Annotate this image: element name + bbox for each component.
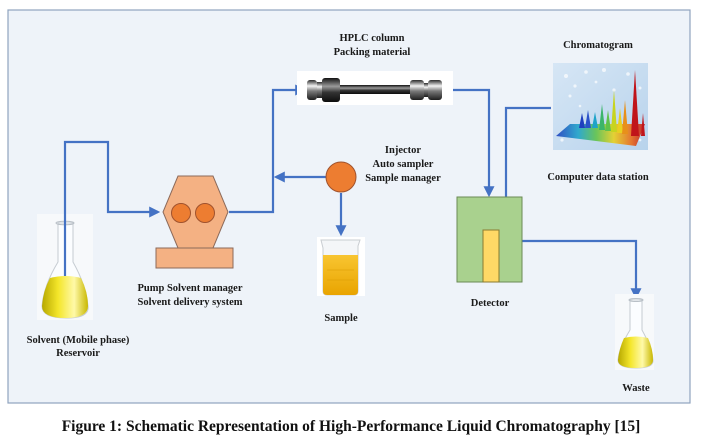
- reservoir-flask-icon: [37, 214, 93, 320]
- waste-label: Waste: [622, 383, 650, 394]
- sample-label: Sample: [324, 313, 358, 324]
- injector-label-line3: Sample manager: [365, 173, 441, 184]
- computer-data-station-label: Computer data station: [547, 172, 648, 183]
- column-label-line2: Packing material: [334, 47, 411, 58]
- detector-label: Detector: [471, 298, 510, 309]
- injector-label-line1: Injector: [385, 145, 421, 156]
- waste-flask-icon: [615, 294, 654, 370]
- sample-beaker-icon: [317, 237, 365, 296]
- column-label-line1: HPLC column: [339, 33, 404, 44]
- pump-label-line1: Pump Solvent manager: [138, 283, 243, 294]
- injector-icon: [325, 161, 357, 193]
- figure-caption: Figure 1: Schematic Representation of Hi…: [62, 418, 641, 435]
- reservoir-label-line2: Reservoir: [56, 348, 100, 359]
- flow-line-reservoir-to-pump: [63, 140, 161, 285]
- chromatogram-image: [553, 63, 648, 150]
- flow-line-detector-to-computer: [504, 106, 551, 197]
- flow-line-pump-to-column: [229, 84, 307, 214]
- detector-icon: [456, 196, 523, 283]
- injector-label-line2: Auto sampler: [373, 159, 434, 170]
- hplc-column-icon: [297, 71, 453, 105]
- reservoir-label-line1: Solvent (Mobile phase): [27, 335, 130, 346]
- pump-label-line2: Solvent delivery system: [138, 297, 243, 308]
- chromatogram-title: Chromatogram: [563, 40, 633, 51]
- flow-line-column-to-detector: [447, 88, 495, 198]
- pump-icon: [155, 175, 234, 269]
- flow-line-detector-to-waste: [522, 239, 642, 300]
